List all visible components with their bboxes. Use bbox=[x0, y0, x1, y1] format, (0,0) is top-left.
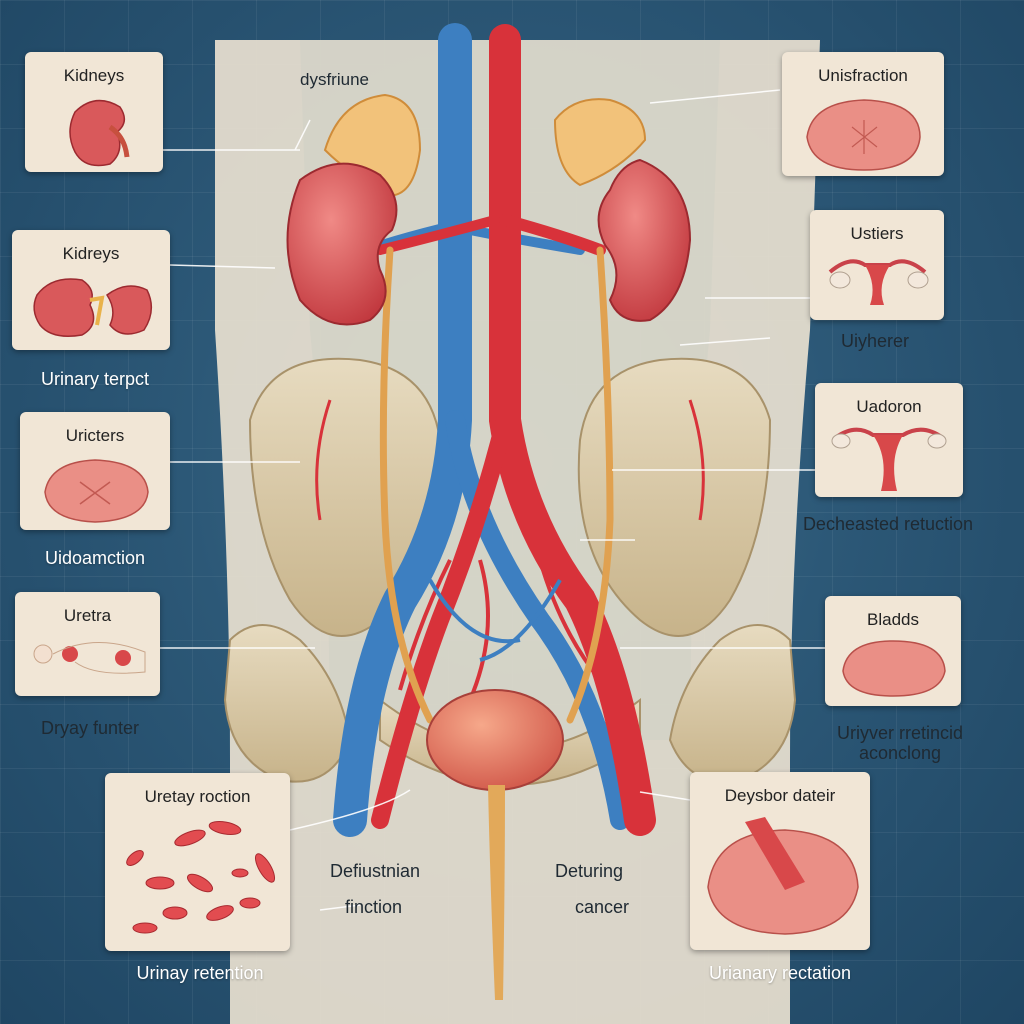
kidney-icon bbox=[69, 99, 130, 167]
uterus-icon bbox=[828, 259, 929, 305]
card-title: Uretra bbox=[63, 606, 112, 625]
caption-dryay-funter: Dryay funter bbox=[40, 718, 140, 738]
card-title: Deysbor dateir bbox=[724, 786, 836, 805]
ureters bbox=[379, 246, 614, 724]
bladder bbox=[426, 689, 564, 791]
urethra bbox=[488, 785, 505, 1000]
caption-urianary-rectation: Urianary rectation bbox=[708, 963, 852, 983]
uterus-icon bbox=[831, 427, 947, 491]
caption-uiyherer: Uiyherer bbox=[840, 331, 910, 351]
aorta bbox=[371, 24, 656, 836]
card-title: Ustiers bbox=[850, 224, 904, 243]
leader-lines bbox=[160, 89, 825, 911]
caption-cancer: cancer bbox=[575, 897, 629, 917]
caption-deturing: Deturing bbox=[555, 861, 623, 881]
bladder-section-icon bbox=[707, 817, 859, 935]
tissue-section-icon bbox=[842, 640, 946, 697]
card-bladds: Bladds bbox=[825, 596, 961, 706]
right-kidney bbox=[597, 158, 692, 322]
card-title: Kidneys bbox=[63, 66, 125, 85]
caption-finction: finction bbox=[345, 897, 402, 917]
card-kidneys-1: Kidneys bbox=[25, 52, 163, 172]
card-uretay-roction: Uretay roction bbox=[105, 773, 290, 951]
pelvis-bone bbox=[223, 357, 797, 786]
caption-defiustnian: Defiustnian bbox=[330, 861, 420, 881]
card-title: Uricters bbox=[65, 426, 125, 445]
caption-uidoamction: Uidoamction bbox=[44, 548, 146, 568]
left-kidney bbox=[286, 162, 398, 326]
card-unisfraction: Unisfraction bbox=[782, 52, 944, 176]
caption-decheasted-retuction: Decheasted retuction bbox=[802, 514, 974, 534]
tissue-section-icon bbox=[44, 459, 149, 523]
caption-aconclong: aconclong bbox=[858, 743, 942, 763]
kidney-pair-icon bbox=[33, 278, 153, 337]
card-uadoron: Uadoron bbox=[815, 383, 963, 497]
card-kidreys-2: Kidreys bbox=[12, 230, 170, 350]
tissue-section-icon bbox=[806, 99, 921, 171]
card-ustiers: Ustiers bbox=[810, 210, 944, 320]
caption-urinary-terpct: Urinary terpct bbox=[40, 369, 150, 389]
caption-uriyver-rretincid: Uriyver rretincid bbox=[836, 723, 964, 743]
card-title: Unisfraction bbox=[818, 66, 908, 85]
urethra-icon bbox=[33, 642, 146, 674]
card-uretta: Uretra bbox=[15, 592, 160, 696]
card-title: Uretay roction bbox=[144, 787, 251, 806]
red-blood-cells-icon bbox=[126, 820, 276, 934]
label-top-center: dysfriune bbox=[300, 70, 369, 89]
card-title: Kidreys bbox=[62, 244, 120, 263]
caption-urinay-retention: Urinay retention bbox=[136, 963, 264, 983]
card-uricters: Uricters bbox=[20, 412, 170, 530]
card-title: Bladds bbox=[867, 610, 919, 629]
card-title: Uadoron bbox=[856, 397, 922, 416]
card-deysbor-dateir: Deysbor dateir bbox=[690, 772, 870, 950]
